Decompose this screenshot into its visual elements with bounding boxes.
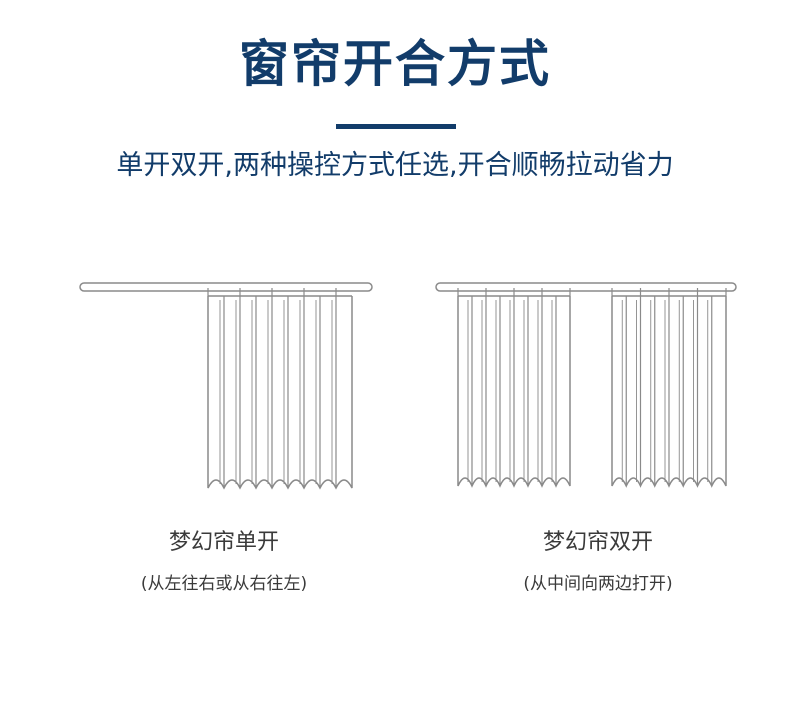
double-open-caption: 梦幻帘双开 <box>542 530 653 555</box>
curtain-panel <box>457 288 571 488</box>
curtain-rod <box>79 282 373 292</box>
double-open-note: (从中间向两边打开) <box>523 574 673 594</box>
curtain-panel <box>207 288 353 490</box>
page-subtitle: 单开双开,两种操控方式任选,开合顺畅拉动省力 <box>116 150 674 181</box>
curtain-outline <box>207 296 353 490</box>
single-open-note: (从左往右或从右往左) <box>140 574 308 594</box>
page-title: 窗帘开合方式 <box>239 35 551 93</box>
curtain-panel <box>611 288 727 488</box>
single-open-caption: 梦幻帘单开 <box>168 530 279 555</box>
title-underline <box>336 124 456 129</box>
double-open-curtain-diagram <box>435 282 737 488</box>
curtain-rod <box>435 282 737 292</box>
single-open-curtain-diagram <box>79 282 373 490</box>
